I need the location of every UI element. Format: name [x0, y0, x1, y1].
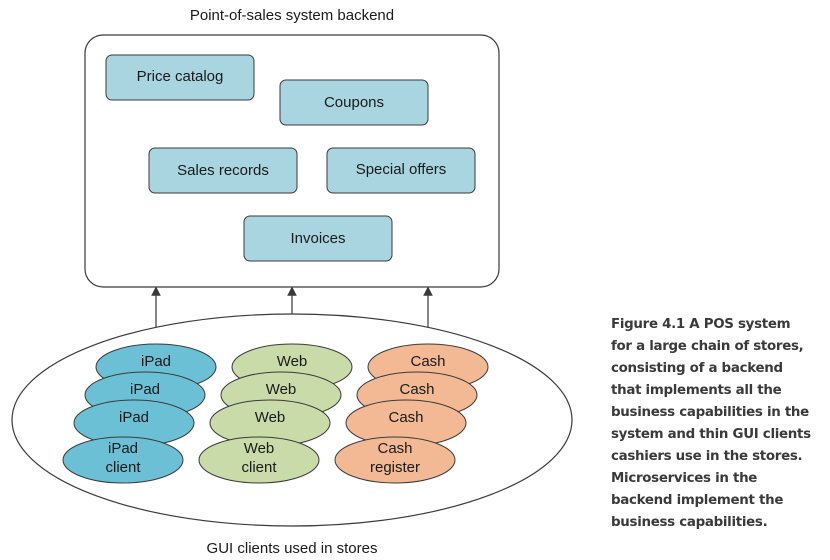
cash-client-label: Cash	[399, 381, 434, 398]
clients-title: GUI clients used in stores	[207, 540, 378, 557]
caption-line: business capabilities in the	[611, 405, 809, 420]
web-client-label: Web	[255, 409, 286, 426]
ipad-client-label: iPad	[119, 409, 149, 426]
ipad-client-oval: iPad	[73, 399, 195, 447]
capability-label: Coupons	[324, 94, 384, 111]
web-client-oval: Web	[209, 399, 331, 447]
capability-sales-records: Sales records	[148, 147, 298, 194]
caption-line: Figure 4.1 A POS system	[611, 317, 791, 332]
caption-line: for a large chain of stores,	[611, 339, 804, 354]
capability-special-offers: Special offers	[326, 147, 476, 194]
cash-client-oval: Cash	[345, 399, 467, 447]
capability-label: Invoices	[290, 230, 345, 247]
capability-invoices: Invoices	[243, 215, 393, 262]
caption-line: business capabilities.	[611, 515, 768, 530]
cash-client-label: Cash	[388, 409, 423, 426]
capability-label: Special offers	[356, 161, 447, 178]
ipad-client-label: iPad	[141, 353, 171, 370]
figure-caption: Figure 4.1 A POS system for a large chain…	[611, 314, 826, 534]
caption-line: cashiers use in the stores.	[611, 449, 803, 464]
capability-price-catalog: Price catalog	[105, 54, 255, 101]
cash-client-label: Cash	[410, 353, 445, 370]
caption-line: backend implement the	[611, 493, 784, 508]
web-client-label: Web	[266, 381, 297, 398]
caption-line: system and thin GUI clients	[611, 427, 811, 442]
caption-line: that implements all the	[611, 383, 782, 398]
ipad-client-label: iPad	[130, 381, 160, 398]
capability-label: Price catalog	[137, 68, 224, 85]
capability-coupons: Coupons	[279, 79, 429, 126]
caption-line: consisting of a backend	[611, 361, 783, 376]
capability-label: Sales records	[177, 162, 269, 179]
backend-title: Point-of-sales system backend	[190, 7, 394, 24]
web-client-label: Web	[277, 353, 308, 370]
caption-line: Microservices in the	[611, 471, 758, 486]
